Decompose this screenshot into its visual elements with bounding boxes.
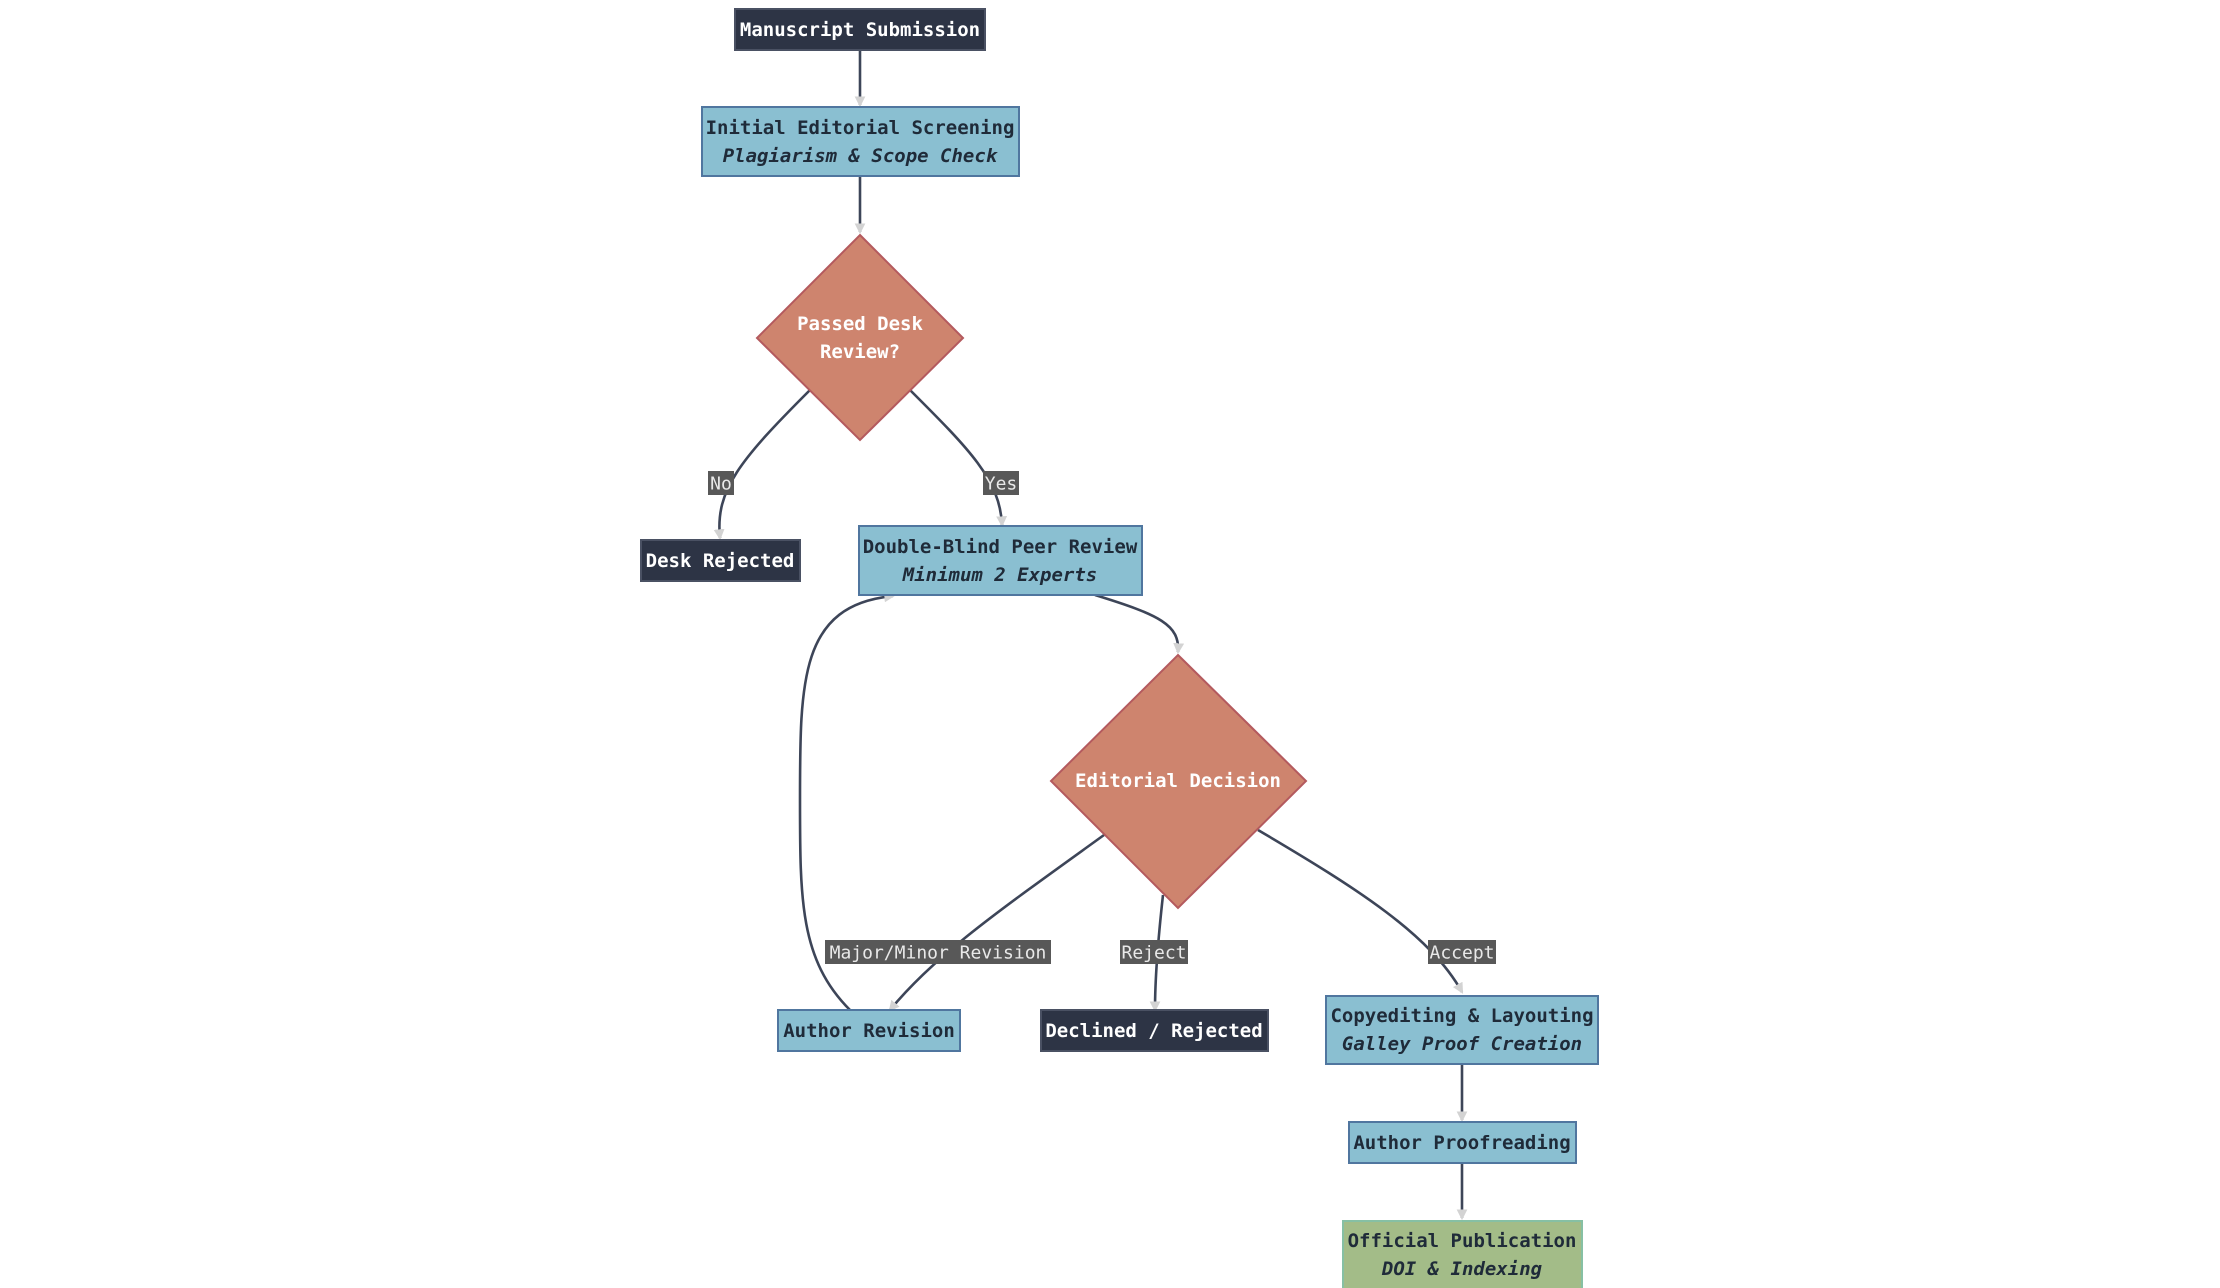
svg-text:Manuscript Submission: Manuscript Submission: [740, 19, 980, 41]
edge-decision-accept: [1257, 828, 1464, 994]
svg-text:Author Proofreading: Author Proofreading: [1353, 1132, 1570, 1154]
svg-text:Accept: Accept: [1429, 943, 1494, 964]
svg-text:Yes: Yes: [985, 474, 1018, 495]
svg-text:Declined / Rejected: Declined / Rejected: [1045, 1020, 1262, 1042]
edge-label-no: No: [708, 471, 734, 495]
svg-text:Passed Desk: Passed Desk: [797, 313, 923, 335]
node-double-blind-peer-review: Double-Blind Peer Review Minimum 2 Exper…: [858, 525, 1143, 596]
edge-decision-revision: [888, 833, 1105, 1012]
svg-text:DOI & Indexing: DOI & Indexing: [1381, 1258, 1543, 1280]
edge-label-yes: Yes: [983, 471, 1019, 495]
node-initial-editorial-screening: Initial Editorial Screening Plagiarism &…: [701, 106, 1020, 177]
svg-text:Major/Minor Revision: Major/Minor Revision: [830, 943, 1047, 964]
edges: [713, 50, 1468, 1221]
svg-text:Author Revision: Author Revision: [783, 1020, 955, 1042]
svg-text:Editorial Decision: Editorial Decision: [1075, 770, 1281, 792]
svg-text:Review?: Review?: [820, 341, 900, 363]
node-editorial-decision: Editorial Decision: [1049, 653, 1308, 910]
edge-revision-loop-to-peer-review: [798, 591, 896, 1011]
node-official-publication: Official Publication DOI & Indexing: [1342, 1220, 1583, 1288]
node-declined-rejected: Declined / Rejected: [1040, 1009, 1269, 1052]
svg-text:Double-Blind Peer Review: Double-Blind Peer Review: [863, 536, 1138, 558]
node-passed-desk-review-decision: Passed Desk Review?: [755, 233, 965, 442]
svg-text:Copyediting & Layouting: Copyediting & Layouting: [1330, 1005, 1593, 1027]
svg-text:No: No: [710, 474, 732, 495]
edge-labels: No Yes Major/Minor Revision Reject Accep…: [708, 471, 1496, 964]
svg-text:Plagiarism & Scope Check: Plagiarism & Scope Check: [723, 145, 999, 167]
svg-text:Reject: Reject: [1121, 943, 1186, 964]
edge-desk-no: [713, 389, 811, 541]
edge-desk-yes: [909, 389, 1008, 528]
svg-text:Official Publication: Official Publication: [1348, 1230, 1577, 1252]
node-copyediting-layouting: Copyediting & Layouting Galley Proof Cre…: [1325, 995, 1599, 1065]
node-desk-rejected: Desk Rejected: [640, 539, 801, 582]
edge-label-major-minor-revision: Major/Minor Revision: [825, 940, 1051, 964]
edge-peer-review-to-decision: [1094, 593, 1185, 655]
svg-text:Desk Rejected: Desk Rejected: [646, 550, 795, 572]
node-manuscript-submission: Manuscript Submission: [734, 8, 986, 51]
svg-text:Minimum 2 Experts: Minimum 2 Experts: [902, 564, 1097, 586]
node-author-proofreading: Author Proofreading: [1348, 1121, 1577, 1164]
edge-label-accept: Accept: [1428, 940, 1496, 964]
svg-text:Initial Editorial Screening: Initial Editorial Screening: [706, 117, 1015, 139]
nodes: Manuscript Submission Initial Editorial …: [640, 8, 1599, 1288]
node-author-revision: Author Revision: [777, 1009, 961, 1052]
svg-text:Galley Proof Creation: Galley Proof Creation: [1342, 1033, 1582, 1055]
edge-label-reject: Reject: [1120, 940, 1188, 964]
